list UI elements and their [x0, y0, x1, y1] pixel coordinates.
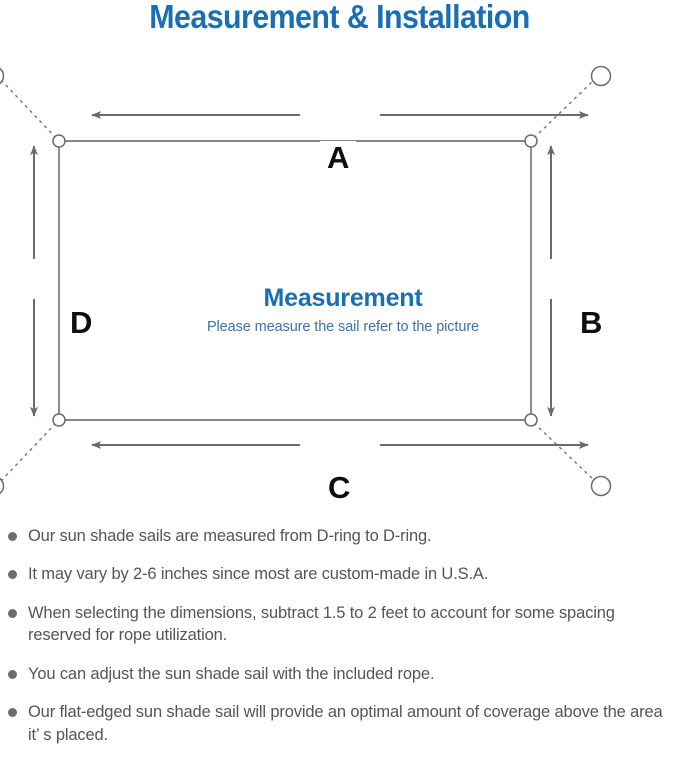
rope-line-bottom-right	[533, 422, 595, 481]
anchor-top-right	[590, 65, 612, 87]
diagram-center-caption: Measurement Please measure the sail refe…	[113, 284, 573, 336]
dimension-label-d: D	[63, 306, 100, 339]
diagram-center-subtitle: Please measure the sail refer to the pic…	[206, 318, 480, 335]
d-ring-bottom-left	[52, 413, 66, 427]
anchor-top-left	[0, 67, 5, 85]
diagram-center-title: Measurement	[263, 284, 423, 312]
sail-rectangle	[58, 140, 532, 421]
note-text: When selecting the dimensions, subtract …	[28, 603, 615, 645]
anchor-bottom-right	[590, 475, 612, 497]
dimension-label-b: B	[573, 306, 610, 339]
list-item: When selecting the dimensions, subtract …	[0, 602, 679, 647]
page-title: Measurement & Installation	[149, 0, 530, 35]
note-text: Our sun shade sails are measured from D-…	[28, 527, 432, 545]
note-text: Our flat-edged sun shade sail will provi…	[28, 703, 663, 744]
note-text: You can adjust the sun shade sail with t…	[28, 664, 435, 683]
measurement-diagram: A B C D Measurement Please measure the s…	[0, 44, 679, 514]
list-item: It may vary by 2-6 inches since most are…	[0, 563, 679, 585]
notes-list: Our sun shade sails are measured from D-…	[0, 525, 679, 762]
dimension-label-a: A	[320, 141, 357, 174]
diagram-svg	[0, 65, 612, 497]
d-ring-top-right	[524, 134, 538, 148]
list-item: Our sun shade sails are measured from D-…	[0, 525, 679, 547]
list-item: You can adjust the sun shade sail with t…	[0, 663, 679, 685]
d-ring-top-left	[52, 134, 66, 148]
bullet-icon	[8, 532, 17, 541]
bullet-icon	[8, 608, 17, 618]
bullet-icon	[8, 669, 17, 679]
list-item: Our flat-edged sun shade sail will provi…	[0, 701, 679, 746]
bullet-icon	[8, 570, 17, 580]
dimension-label-c: C	[321, 471, 358, 504]
note-text: It may vary by 2-6 inches since most are…	[28, 565, 489, 584]
rope-line-top-right	[533, 79, 595, 139]
d-ring-bottom-right	[524, 413, 538, 427]
anchor-bottom-left	[0, 477, 5, 495]
page-root: Measurement & Installation	[0, 0, 679, 744]
bullet-icon	[8, 708, 17, 718]
rope-line-bottom-left	[1, 422, 57, 481]
rope-line-top-left	[1, 80, 57, 139]
